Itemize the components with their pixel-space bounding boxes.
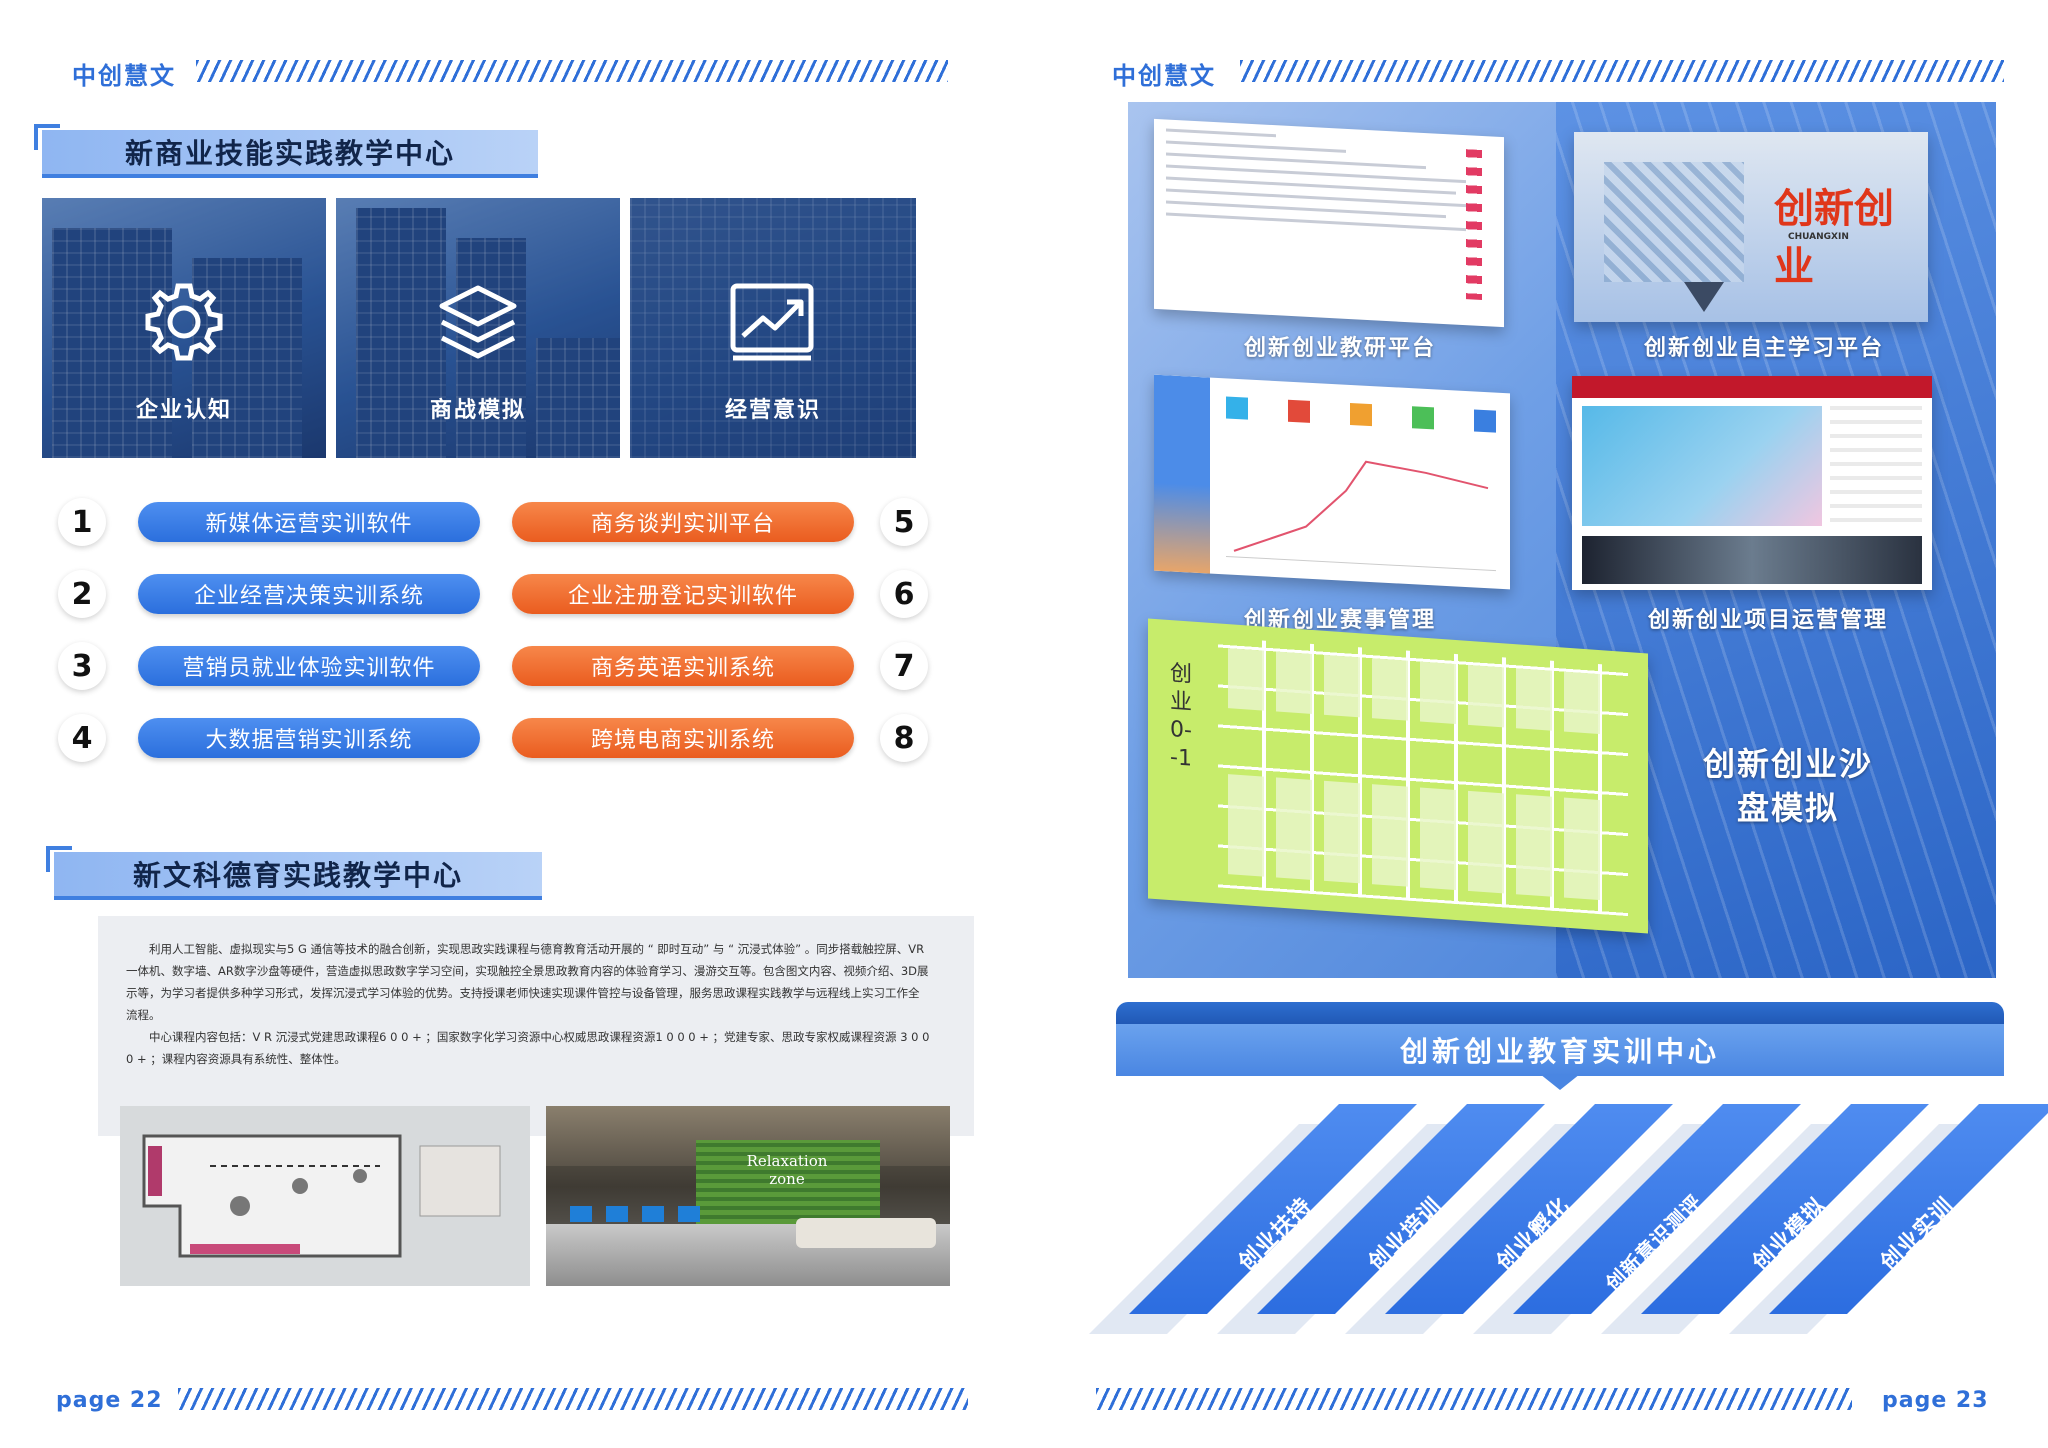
- header-hatch-left: [196, 60, 948, 82]
- poster-title: 创新创业: [1774, 186, 1894, 290]
- item-number-1: 1: [58, 498, 106, 546]
- screenshot-competition-management: [1154, 374, 1510, 590]
- tile-label-enterprise: 企业认知: [135, 398, 232, 423]
- item-number-5: 5: [880, 498, 928, 546]
- banner-title: 创新创业教育实训中心: [1116, 1024, 2004, 1076]
- caption-research-platform: 创新创业教研平台: [1244, 336, 1437, 361]
- tile-enterprise: 企业认知: [42, 198, 326, 458]
- classroom-photo: Relaxation zone: [546, 1106, 950, 1286]
- trend-chart-icon: [730, 283, 814, 361]
- footer-hatch-left: [178, 1388, 968, 1410]
- gear-icon: [145, 283, 223, 361]
- item-new-media[interactable]: 新媒体运营实训软件: [138, 502, 480, 542]
- page-number-left: page 22: [56, 1388, 163, 1413]
- item-decision[interactable]: 企业经营决策实训系统: [138, 574, 480, 614]
- floor-plan-image: [120, 1106, 530, 1286]
- section-title-moral: 新文科德育实践教学中心: [54, 852, 542, 900]
- tile-label-simulation: 商战模拟: [429, 398, 526, 423]
- tile-management: 经营意识: [630, 198, 916, 458]
- caption-sandbox-line1: 创新创业沙: [1702, 745, 1873, 783]
- room-sign-line1: Relaxation: [746, 1152, 828, 1170]
- item-number-8: 8: [880, 714, 928, 762]
- description-paragraph-2: 中心课程内容包括：V R 沉浸式党建思政课程6 0 0 + ；国家数字化学习资源…: [126, 1030, 930, 1066]
- item-number-4: 4: [58, 714, 106, 762]
- section-title-business: 新商业技能实践教学中心: [42, 130, 538, 178]
- footer-hatch-right: [1096, 1388, 1852, 1410]
- item-number-2: 2: [58, 570, 106, 618]
- item-negotiation[interactable]: 商务谈判实训平台: [512, 502, 854, 542]
- banner-top-strip: [1116, 1002, 2004, 1026]
- item-number-6: 6: [880, 570, 928, 618]
- screenshot-selflearning-platform: 创新创业 CHUANGXIN: [1574, 132, 1928, 322]
- header-hatch-right: [1240, 60, 2004, 82]
- screenshot-research-platform: [1154, 118, 1504, 328]
- title-corner-2: [46, 846, 72, 872]
- item-sales[interactable]: 营销员就业体验实训软件: [138, 646, 480, 686]
- title-corner-1: [34, 124, 60, 150]
- screenshot-project-operation: [1572, 376, 1932, 590]
- poster-subtitle: CHUANGXIN: [1788, 232, 1849, 242]
- room-sign-line2: zone: [769, 1170, 805, 1188]
- description-box: 利用人工智能、虚拟现实与5 G 通信等技术的融合创新，实现思政实践课程与德育教育…: [98, 916, 974, 1136]
- item-english[interactable]: 商务英语实训系统: [512, 646, 854, 686]
- tile-label-management: 经营意识: [724, 398, 821, 423]
- caption-selflearning-platform: 创新创业自主学习平台: [1644, 336, 1885, 361]
- item-number-7: 7: [880, 642, 928, 690]
- brand-logo-left: 中创慧文: [72, 62, 176, 90]
- item-bigdata[interactable]: 大数据营销实训系统: [138, 718, 480, 758]
- item-registration[interactable]: 企业注册登记实训软件: [512, 574, 854, 614]
- platform-panel: 创新创业教研平台 创新创业 CHUANGXIN 创新创业自主学习平台 创新创业赛…: [1128, 102, 1996, 978]
- page-number-right: page 23: [1882, 1388, 1989, 1413]
- screenshot-sandbox: 创业0--1: [1148, 618, 1648, 934]
- item-number-3: 3: [58, 642, 106, 690]
- tile-simulation: 商战模拟: [336, 198, 620, 458]
- layers-icon: [439, 285, 517, 359]
- sandbox-vertical-label: 创业0--1: [1169, 661, 1192, 772]
- description-paragraph-1: 利用人工智能、虚拟现实与5 G 通信等技术的融合创新，实现思政实践课程与德育教育…: [126, 942, 929, 1022]
- caption-sandbox-line2: 盘模拟: [1736, 789, 1839, 827]
- item-crossborder[interactable]: 跨境电商实训系统: [512, 718, 854, 758]
- caption-sandbox: 创新创业沙 盘模拟: [1668, 742, 1908, 830]
- banner-pointer: [1540, 1074, 1580, 1090]
- brand-logo-right: 中创慧文: [1112, 62, 1216, 90]
- caption-project-operation: 创新创业项目运营管理: [1648, 608, 1889, 633]
